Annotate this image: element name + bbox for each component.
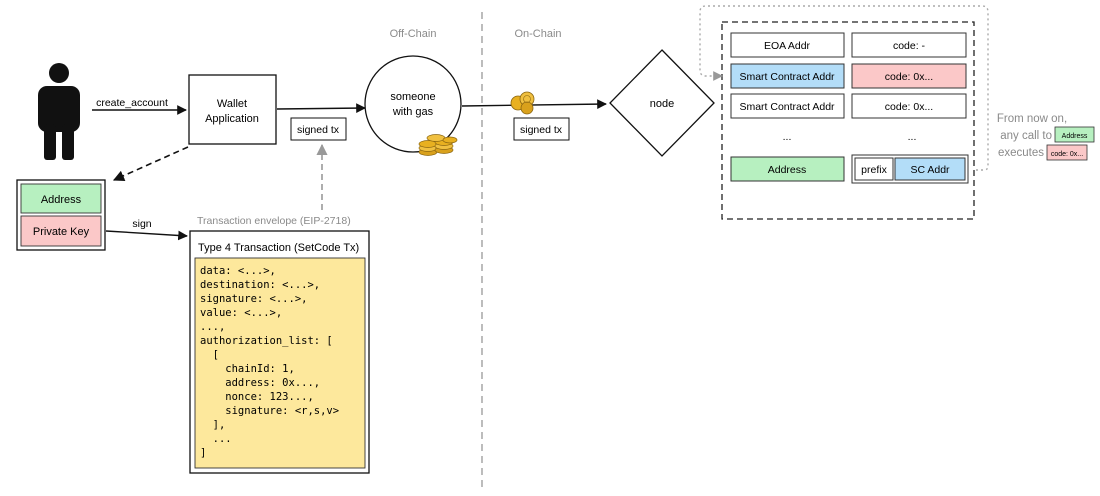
tx-fields-box (194, 257, 366, 469)
tx-envelope-title: Type 4 Transaction (SetCode Tx) (198, 242, 359, 254)
note-line3: executes (998, 147, 1044, 159)
state-dashed-box (721, 21, 975, 220)
signed-tx-label-2: signed tx (520, 124, 563, 136)
tx-field-line: [ (200, 349, 219, 361)
create-account-label: create_account (96, 97, 168, 109)
gas-holder-line1: someone (390, 91, 435, 103)
tx-field-line: signature: <r,s,v> (200, 405, 339, 417)
state-last-addr (730, 156, 845, 182)
note-line2: any call to (1000, 130, 1052, 142)
state-row-2-addr-label: Smart Contract Addr (739, 71, 835, 83)
address-key (20, 183, 102, 214)
gas-holder-line2: with gas (392, 106, 434, 118)
state-row-1-addr (730, 32, 845, 58)
note-line1: From now on, (997, 113, 1067, 125)
node-label: node (650, 98, 674, 110)
state-last-addr-label: Address (768, 164, 807, 176)
tx-field-line: authorization_list: [ (200, 335, 333, 347)
state-row-1-code-label: code: - (893, 40, 926, 52)
tx-fields: data: <...>, destination: <...>, signature… (200, 265, 339, 459)
tx-field-line: value: <...>, (200, 307, 282, 319)
note-code-badge-label: code: 0x... (1051, 151, 1083, 158)
delegation-loop-arrow (699, 5, 989, 171)
tx-field-line: destination: <...>, (200, 279, 320, 291)
coin-stack-icon (418, 134, 458, 156)
person-icon (38, 63, 80, 160)
sign-arrow (105, 230, 188, 241)
tx-field-line: signature: <...>, (200, 293, 307, 305)
state-row-3-addr (730, 93, 845, 119)
state-row-1-addr-label: EOA Addr (764, 40, 811, 52)
tx-field-line: chainId: 1, (200, 363, 295, 375)
gas-to-node-arrow (461, 99, 607, 110)
state-last-sc-addr (894, 157, 966, 181)
state-row-2-code (851, 63, 967, 89)
gas-holder-circle (364, 55, 462, 153)
on-chain-label: On-Chain (514, 28, 561, 40)
private-key (20, 215, 102, 247)
state-last-prefix-label: prefix (861, 164, 887, 176)
tx-field-line: ... (200, 433, 232, 445)
signed-tx-label-1: signed tx (297, 124, 340, 136)
wallet-to-keys-arrow (112, 146, 189, 182)
note-address-badge (1054, 126, 1095, 143)
coins-icon (510, 91, 535, 115)
node-diamond (609, 49, 715, 157)
wallet-label-line2: Application (205, 113, 259, 125)
address-key-label: Address (41, 194, 82, 206)
sign-label: sign (132, 218, 151, 230)
state-row-3-addr-label: Smart Contract Addr (739, 101, 835, 113)
state-row-1-code (851, 32, 967, 58)
tx-field-line: ], (200, 419, 225, 431)
note-address-badge-label: Address (1062, 133, 1088, 140)
tx-field-line: data: <...>, (200, 265, 276, 277)
tx-field-line: ..., (200, 321, 225, 333)
state-row-ellipsis-addr: ... (783, 131, 792, 143)
tx-field-line: ] (200, 447, 206, 459)
signed-tx-box-2 (513, 117, 570, 141)
envelope-caption: Transaction envelope (EIP-2718) (197, 215, 351, 227)
private-key-label: Private Key (33, 226, 90, 238)
state-row-3-code-label: code: 0x... (885, 101, 933, 113)
tx-field-line: nonce: 123..., (200, 391, 314, 403)
wallet-label-line1: Wallet (217, 98, 247, 110)
tx-field-line: address: 0x..., (200, 377, 320, 389)
state-row-3-code (851, 93, 967, 119)
state-last-sc-addr-label: SC Addr (910, 164, 950, 176)
note-code-badge (1046, 144, 1088, 161)
wallet-to-gas-arrow (276, 103, 366, 113)
wallet-box (188, 74, 277, 145)
state-row-2-code-label: code: 0x... (885, 71, 933, 83)
off-chain-label: Off-Chain (390, 28, 437, 40)
state-row-2-addr (730, 63, 845, 89)
state-row-ellipsis-code: ... (908, 131, 917, 143)
state-last-prefix (854, 157, 894, 181)
signed-tx-box-1 (290, 117, 347, 141)
